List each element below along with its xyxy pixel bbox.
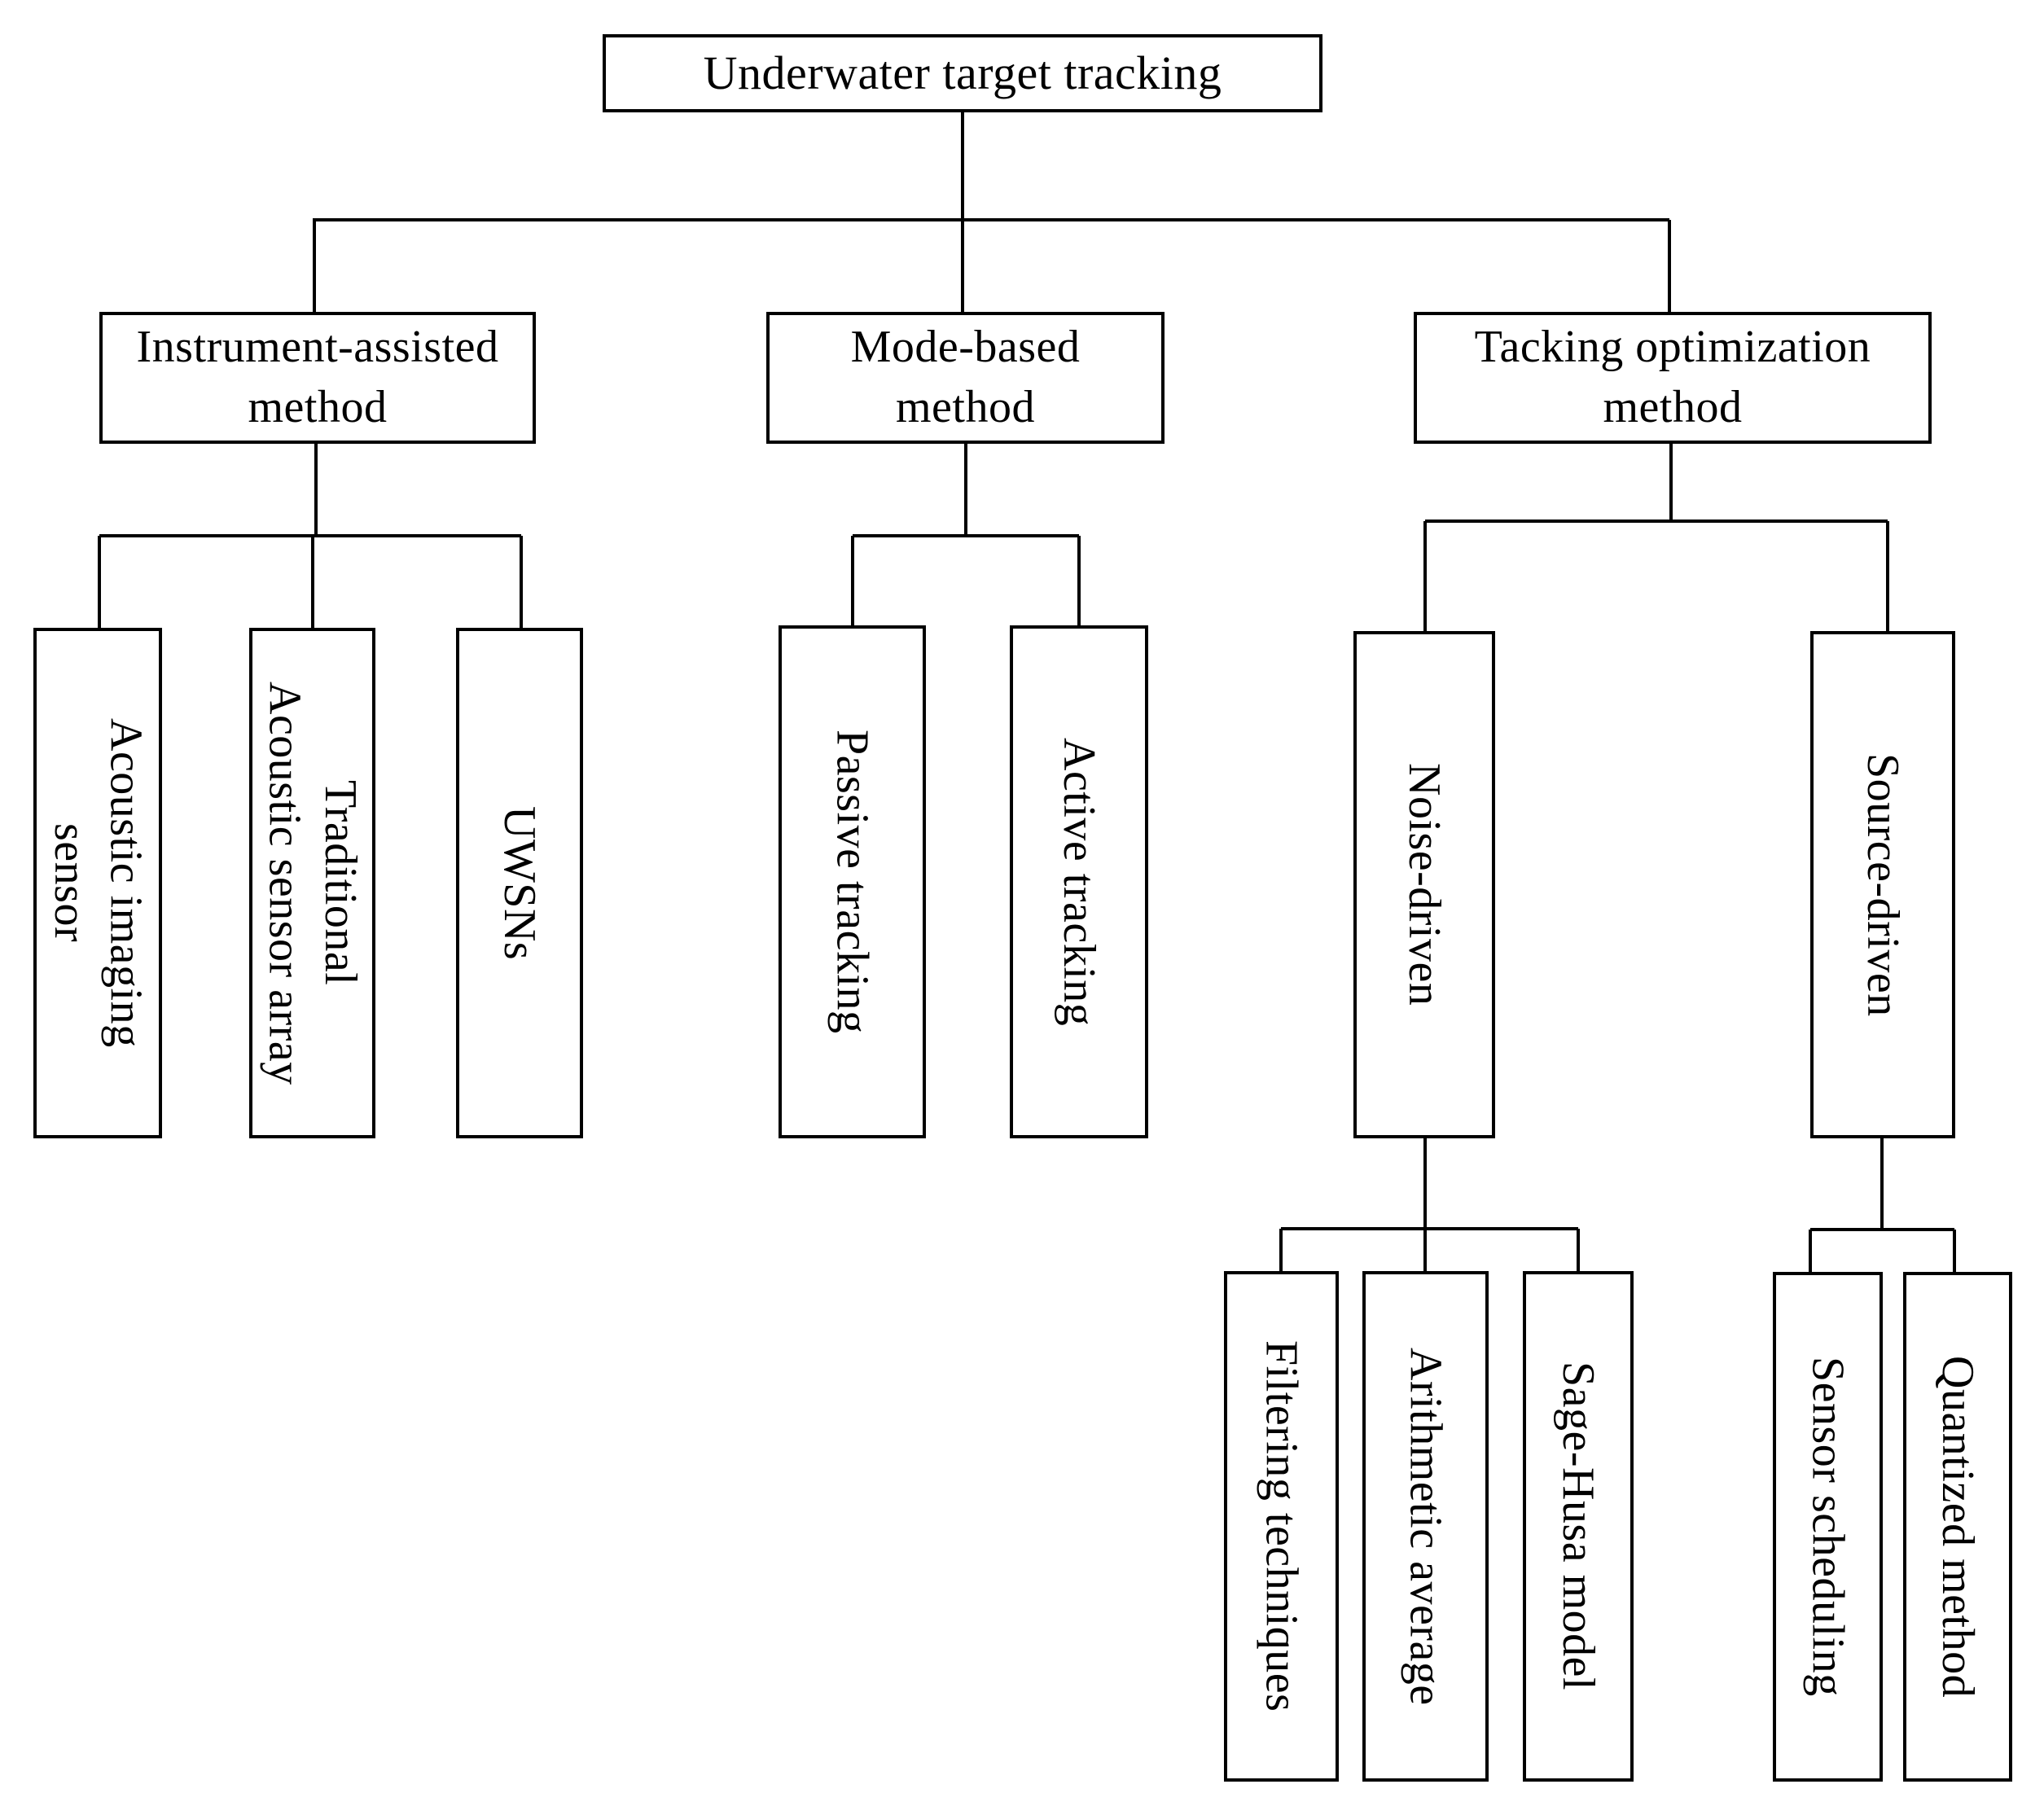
node-filtering-techniques: Filtering techniques (1224, 1271, 1339, 1782)
node-sage-husa-model: Sage-Husa model (1523, 1271, 1634, 1782)
node-traditional-acoustic-sensor-array: Traditional Acoustic sensor array (249, 628, 375, 1138)
node-instrument-assisted-method: Instrument-assisted method (99, 312, 536, 444)
node-sensor-scheduling: Sensor scheduling (1773, 1272, 1883, 1782)
node-passive-tracking: Passive tracking (779, 625, 926, 1138)
node-active-tracking: Active tracking (1010, 625, 1148, 1138)
node-arithmetic-average: Arithmetic average (1362, 1271, 1489, 1782)
node-underwater-target-tracking: Underwater target tracking (603, 34, 1322, 112)
node-tacking-optimization-method: Tacking optimization method (1414, 312, 1932, 444)
node-uwsns: UWSNs (456, 628, 583, 1138)
node-noise-driven: Noise-driven (1353, 631, 1495, 1138)
node-mode-based-method: Mode-based method (766, 312, 1165, 444)
node-source-driven: Source-driven (1810, 631, 1955, 1138)
node-quantized-method: Quantized method (1903, 1272, 2012, 1782)
node-acoustic-imaging-sensor: Acoustic imaging sensor (33, 628, 162, 1138)
